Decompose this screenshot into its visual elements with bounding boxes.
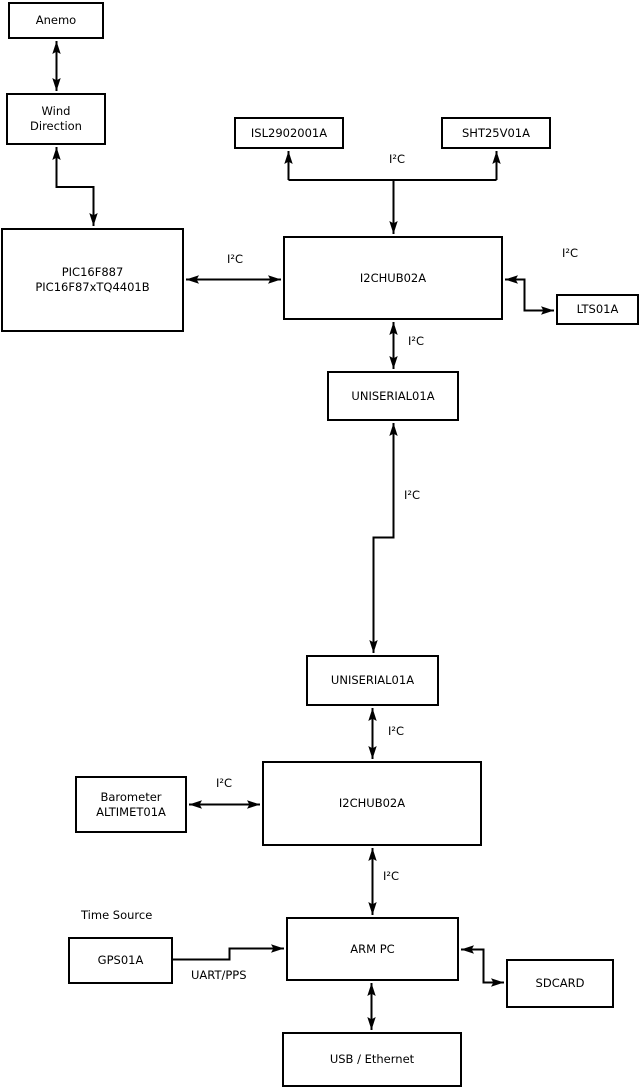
edge-label-i2c-bus-top: I²C — [389, 152, 406, 166]
node-pic16f887-label: PIC16F887 PIC16F87xTQ4401B — [35, 265, 150, 294]
edge-label-i2c-uniserial2-hub2: I²C — [388, 724, 405, 738]
node-uniserial01a-1-label: UNISERIAL01A — [351, 388, 435, 403]
node-isl2902001a: ISL2902001A — [234, 117, 344, 149]
node-i2chub02a-2-label: I2CHUB02A — [338, 796, 406, 810]
node-barometer-altimet01a: Barometer ALTIMET01A — [75, 776, 187, 833]
node-usb-ethernet-label: USB / Ethernet — [329, 1052, 415, 1066]
node-wind-direction: Wind Direction — [6, 93, 106, 145]
time-source-label: Time Source — [81, 908, 153, 922]
edge-label-i2c-uniserial-link: I²C — [404, 488, 421, 502]
node-anemo: Anemo — [8, 2, 104, 39]
node-pic16f887: PIC16F887 PIC16F87xTQ4401B — [1, 228, 184, 332]
node-isl2902001a-label: ISL2902001A — [250, 125, 328, 140]
edge-label-i2c-hub2-arm: I²C — [383, 869, 400, 883]
node-arm-pc: ARM PC — [286, 917, 459, 981]
node-sht25v01a-label: SHT25V01A — [462, 125, 530, 140]
edge-label-i2c-barometer-hub2: I²C — [216, 776, 233, 790]
node-gps01a-label: GPS01A — [97, 953, 144, 967]
edge-wind-pic — [52, 147, 98, 226]
node-sdcard-label: SDCARD — [535, 976, 585, 990]
edge-hub1-lts — [505, 275, 554, 315]
node-lts01a: LTS01A — [556, 294, 639, 325]
node-i2chub02a-2: I2CHUB02A — [262, 761, 482, 846]
node-arm-pc-label: ARM PC — [350, 941, 395, 956]
edge-label-i2c-pic-hub1: I²C — [227, 252, 244, 266]
edge-label-uart-pps: UART/PPS — [191, 968, 247, 982]
node-uniserial01a-2: UNISERIAL01A — [306, 655, 439, 706]
node-barometer-altimet01a-label: Barometer ALTIMET01A — [96, 789, 166, 819]
node-uniserial01a-2-label: UNISERIAL01A — [330, 673, 415, 687]
node-gps01a: GPS01A — [68, 937, 173, 984]
node-sdcard: SDCARD — [506, 959, 614, 1008]
node-i2chub02a-1-label: I2CHUB02A — [359, 270, 427, 285]
node-anemo-label: Anemo — [35, 13, 77, 27]
node-sht25v01a: SHT25V01A — [441, 117, 551, 149]
edge-uniserial1-uniserial2 — [369, 423, 398, 653]
node-i2chub02a-1: I2CHUB02A — [283, 236, 503, 320]
node-lts01a-label: LTS01A — [576, 302, 619, 316]
node-wind-direction-label: Wind Direction — [30, 104, 82, 133]
node-usb-ethernet: USB / Ethernet — [282, 1032, 462, 1087]
edge-arm-sdcard — [461, 945, 504, 987]
edge-gps-arm — [173, 944, 284, 961]
node-uniserial01a-1: UNISERIAL01A — [327, 371, 459, 421]
edge-label-i2c-hub1-lts: I²C — [562, 246, 579, 260]
edge-label-i2c-hub1-uniserial1: I²C — [408, 334, 425, 348]
